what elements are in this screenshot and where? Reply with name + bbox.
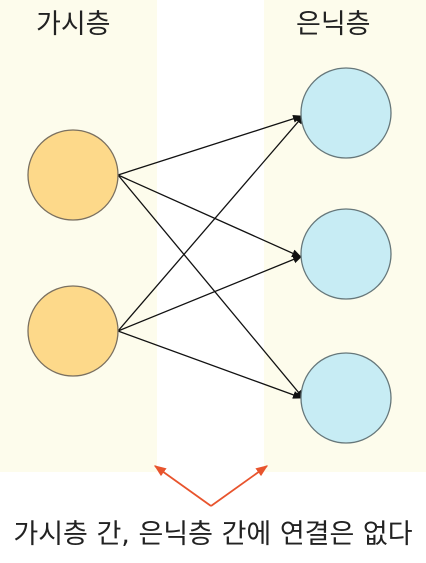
hidden-unit-3 xyxy=(300,352,392,444)
caption-pointer xyxy=(154,465,268,507)
edge-v1-h1 xyxy=(117,114,303,176)
edge-v2-h2 xyxy=(117,255,303,332)
visible-layer-panel xyxy=(0,0,157,472)
edge-v2-h3 xyxy=(117,330,303,399)
visible-layer-label: 가시층 xyxy=(36,9,111,40)
hidden-layer-label: 은닉층 xyxy=(296,9,371,40)
pointer-right-arrow xyxy=(210,465,268,507)
edge-v2-h1 xyxy=(117,114,305,332)
edge-v1-h3 xyxy=(117,174,305,400)
visible-units xyxy=(27,129,119,377)
hidden-unit-2 xyxy=(300,208,392,300)
pointer-left-arrow xyxy=(154,465,212,507)
caption: 가시층 간, 은닉층 간에 연결은 없다 xyxy=(13,519,413,550)
hidden-unit-1 xyxy=(300,67,392,159)
visible-unit-1 xyxy=(27,129,119,221)
visible-unit-2 xyxy=(27,285,119,377)
hidden-units xyxy=(300,67,392,444)
edge-v1-h2 xyxy=(117,174,302,258)
connections xyxy=(117,114,305,400)
